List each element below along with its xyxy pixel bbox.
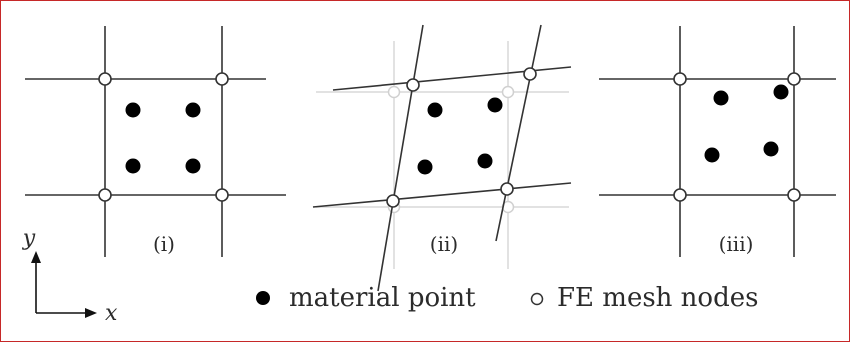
panel-label-iii: (iii) xyxy=(719,232,754,256)
panel-ii-deformed-grid xyxy=(312,24,572,292)
material-points-i xyxy=(125,102,201,174)
mesh-nodes-iii xyxy=(673,72,801,202)
mesh-node xyxy=(98,188,112,202)
mesh-nodes-ii xyxy=(386,67,537,208)
mesh-node xyxy=(386,194,400,208)
x-axis-label: x xyxy=(105,301,118,326)
panel-i xyxy=(25,26,286,257)
faint-mesh-node xyxy=(387,85,401,99)
material-point xyxy=(477,153,493,169)
panel-ii-original-nodes xyxy=(387,85,515,214)
material-point xyxy=(763,141,779,157)
mesh-nodes-i xyxy=(98,72,229,202)
material-point xyxy=(185,158,201,174)
mesh-node xyxy=(673,188,687,202)
mesh-node xyxy=(787,188,801,202)
mesh-node xyxy=(406,78,420,92)
mesh-node xyxy=(787,72,801,86)
x-arrowhead-icon xyxy=(85,308,97,318)
mesh-node xyxy=(98,72,112,86)
mesh-line xyxy=(312,182,572,208)
mesh-node-legend-icon xyxy=(530,292,544,306)
y-axis-label: y xyxy=(22,226,36,251)
mesh-line xyxy=(495,24,542,242)
material-points-ii xyxy=(417,97,503,175)
legend: material point FE mesh nodes xyxy=(256,283,758,313)
material-point xyxy=(773,84,789,100)
y-arrowhead-icon xyxy=(31,251,41,263)
coordinate-axes xyxy=(31,251,97,318)
material-point xyxy=(125,102,141,118)
material-point xyxy=(487,97,503,113)
mesh-node xyxy=(215,188,229,202)
mesh-node xyxy=(673,72,687,86)
material-point xyxy=(417,159,433,175)
material-point xyxy=(125,158,141,174)
material-points-iii xyxy=(704,84,789,163)
mesh-node xyxy=(523,67,537,81)
mesh-node xyxy=(215,72,229,86)
panel-label-i: (i) xyxy=(153,232,175,256)
mesh-node xyxy=(500,182,514,196)
legend-material-point-label: material point xyxy=(289,283,476,313)
legend-mesh-nodes-label: FE mesh nodes xyxy=(557,283,758,313)
material-point-legend-icon xyxy=(256,291,270,305)
panel-label-ii: (ii) xyxy=(430,232,458,256)
faint-mesh-node xyxy=(501,85,515,99)
material-point xyxy=(713,90,729,106)
material-point xyxy=(704,147,720,163)
mesh-line xyxy=(377,24,424,292)
panel-iii xyxy=(599,26,836,257)
material-point xyxy=(427,102,443,118)
material-point xyxy=(185,102,201,118)
